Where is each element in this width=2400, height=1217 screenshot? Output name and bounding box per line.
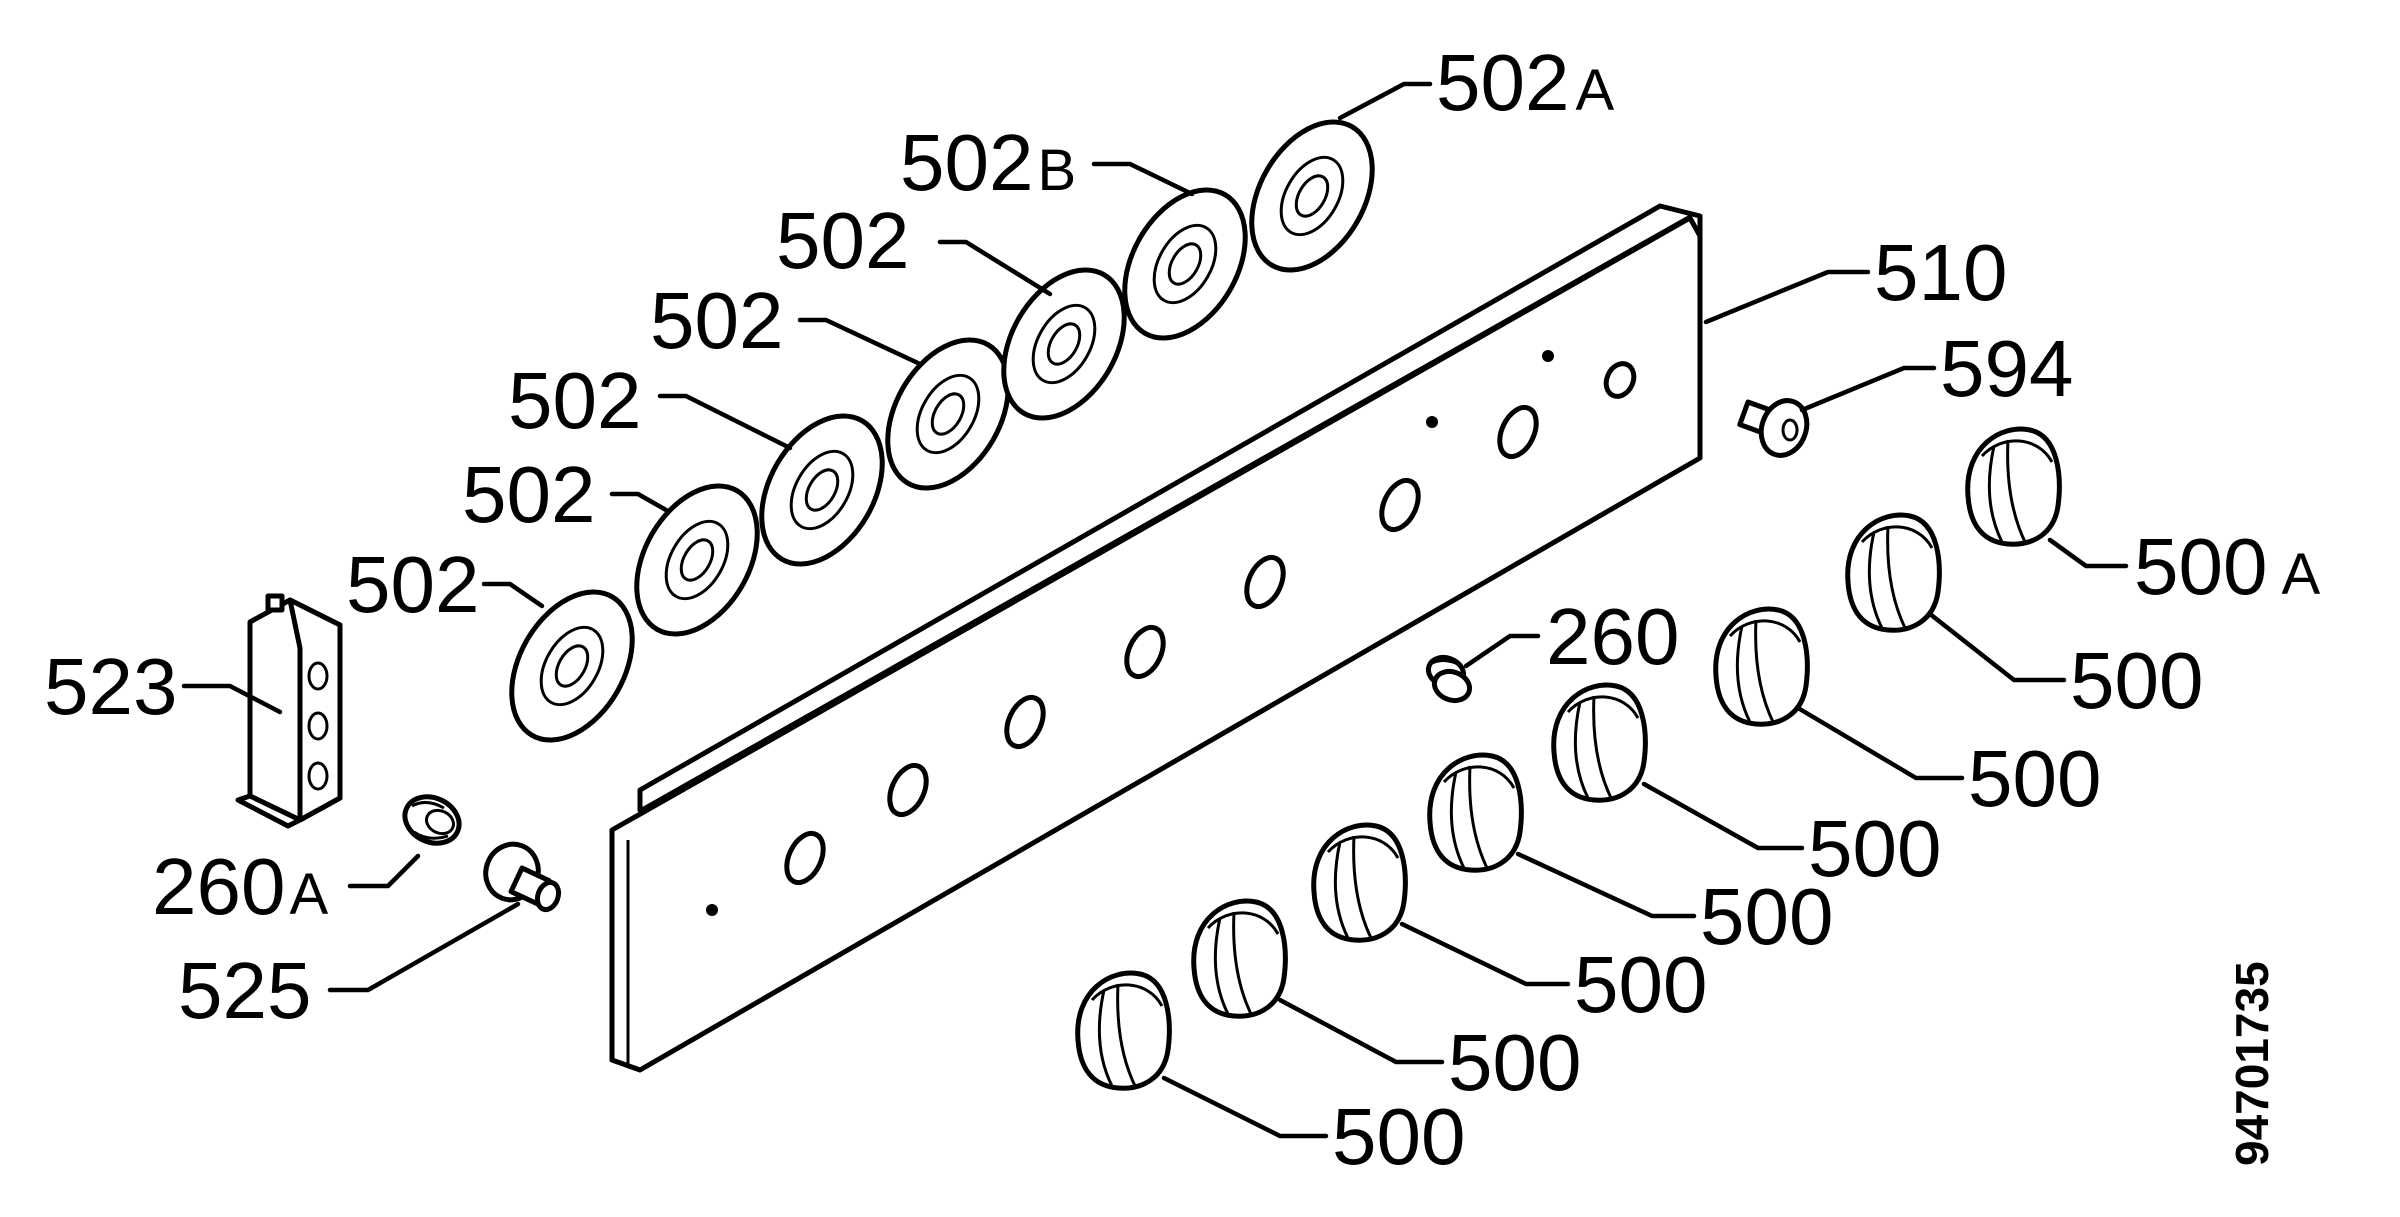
label-500: 500 — [1332, 1092, 1465, 1181]
label-502: 502 — [462, 450, 595, 539]
label-502: 502 — [346, 540, 479, 629]
label-500: 500 — [1808, 804, 1941, 893]
label-525: 525 — [178, 946, 311, 1035]
knob — [1551, 682, 1648, 803]
knobs — [1075, 426, 2062, 1091]
label-523: 523 — [44, 642, 177, 731]
label-502: 502 — [776, 196, 909, 285]
knob — [1427, 752, 1524, 873]
label-502: 502 — [650, 276, 783, 365]
pin-594 — [1737, 398, 1810, 458]
label-500: 500 — [2070, 636, 2203, 725]
knob — [1713, 606, 1810, 727]
control-panel-510 — [609, 203, 1703, 1073]
knob — [1075, 970, 1172, 1091]
label-510: 510 — [1874, 228, 2007, 317]
knob — [1191, 898, 1288, 1019]
label-500: 500 — [1574, 940, 1707, 1029]
spring-260 — [1425, 654, 1473, 704]
knob — [1965, 426, 2062, 547]
bezel-ring — [634, 483, 760, 637]
knob — [1311, 822, 1408, 943]
label-502B: 502B — [900, 118, 1076, 207]
spring-260A — [402, 794, 462, 846]
bracket-523 — [235, 593, 343, 829]
label-594: 594 — [1940, 324, 2073, 413]
bezel-ring — [509, 589, 635, 743]
leader-lines — [181, 81, 2129, 1139]
label-260: 260 — [1546, 592, 1679, 681]
bezel-rings — [509, 119, 1375, 743]
label-500: 500 — [1968, 734, 2101, 823]
drawing-code: 94701735 — [2226, 961, 2278, 1166]
pin-525 — [483, 841, 562, 913]
label-500: 500 — [1448, 1018, 1581, 1107]
bezel-ring — [1001, 267, 1127, 421]
label-500: 500 — [1700, 872, 1833, 961]
bezel-ring — [759, 413, 885, 567]
bezel-ring — [1249, 119, 1375, 273]
label-502: 502 — [508, 356, 641, 445]
knob — [1845, 512, 1942, 633]
bezel-ring — [885, 337, 1011, 491]
bezel-ring — [1122, 187, 1248, 341]
label-260A: 260A — [152, 842, 328, 931]
